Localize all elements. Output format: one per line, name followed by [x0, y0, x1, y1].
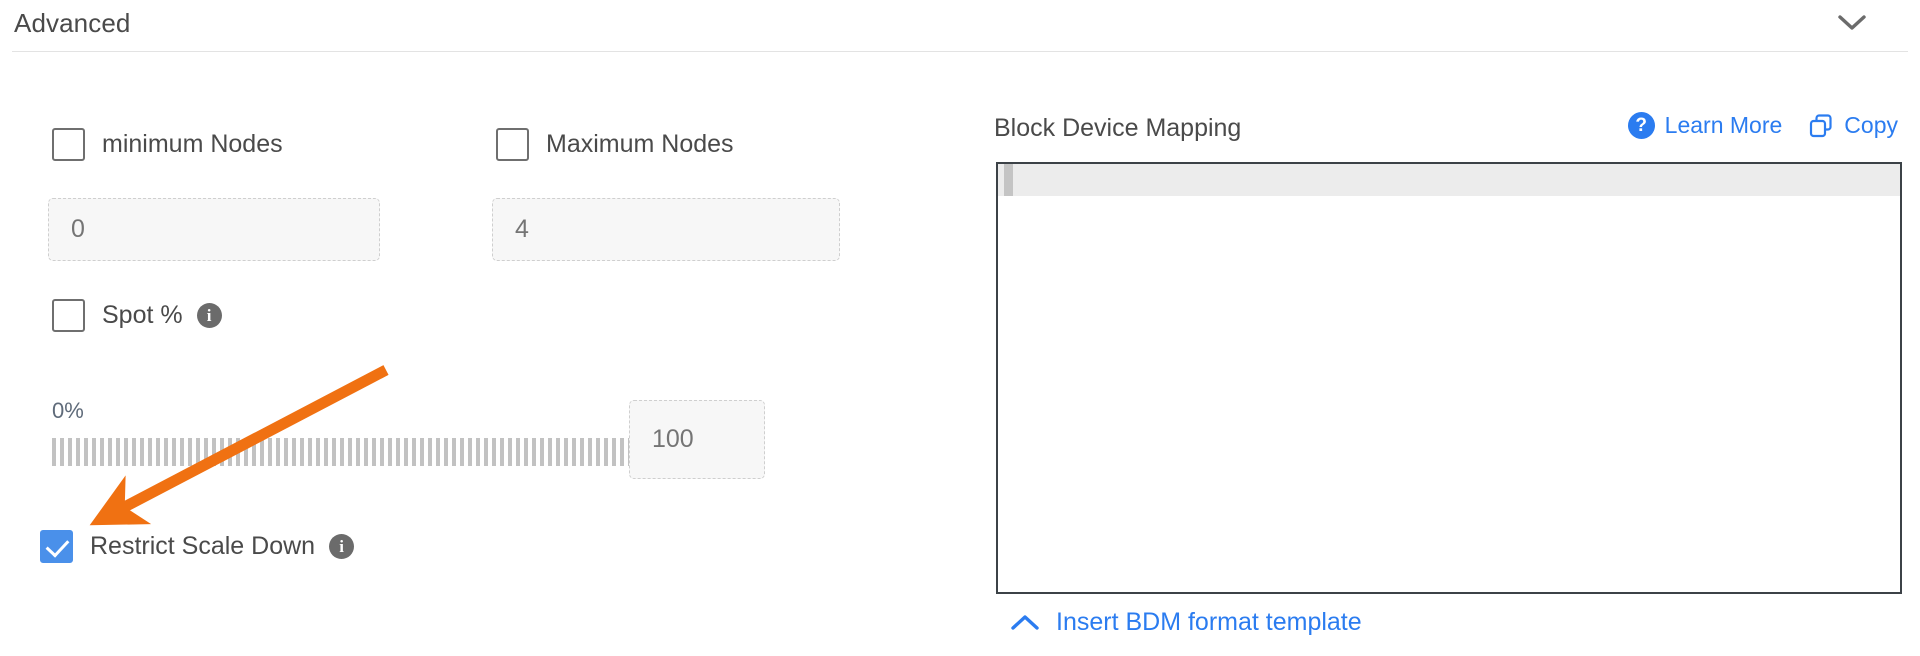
maximum-nodes-row: Maximum Nodes: [496, 128, 734, 161]
minimum-nodes-row: minimum Nodes: [52, 128, 283, 161]
learn-more-link[interactable]: ? Learn More: [1627, 112, 1783, 139]
chevron-up-icon: [1010, 614, 1040, 632]
question-circle-icon: ?: [1627, 112, 1655, 139]
chevron-down-icon: [1838, 15, 1866, 30]
maximum-nodes-label: Maximum Nodes: [546, 130, 734, 158]
spot-percent-label: Spot %: [102, 301, 183, 329]
collapse-section-button[interactable]: [1832, 6, 1872, 40]
copy-icon: [1808, 113, 1834, 139]
copy-button[interactable]: Copy: [1808, 112, 1898, 139]
copy-label: Copy: [1844, 112, 1898, 138]
block-device-mapping-editor[interactable]: [996, 162, 1902, 594]
learn-more-label: Learn More: [1664, 112, 1783, 138]
spot-percent-value-input[interactable]: [629, 400, 765, 479]
maximum-nodes-input[interactable]: [492, 198, 840, 261]
block-device-mapping-actions: ? Learn More Copy: [1627, 112, 1898, 139]
restrict-scale-down-checkbox[interactable]: [40, 530, 73, 563]
insert-bdm-template-label: Insert BDM format template: [1056, 608, 1362, 636]
spot-percent-checkbox[interactable]: [52, 299, 85, 332]
restrict-scale-down-row: Restrict Scale Down i: [40, 530, 355, 563]
block-device-mapping-title: Block Device Mapping: [994, 114, 1242, 142]
header-divider: [12, 51, 1908, 52]
restrict-scale-down-label: Restrict Scale Down: [90, 532, 316, 560]
restrict-scale-down-info-icon[interactable]: i: [329, 534, 355, 559]
spot-percent-row: Spot % i: [52, 299, 222, 332]
minimum-nodes-label: minimum Nodes: [102, 130, 283, 158]
minimum-nodes-checkbox[interactable]: [52, 128, 85, 161]
maximum-nodes-checkbox[interactable]: [496, 128, 529, 161]
insert-bdm-template-link[interactable]: Insert BDM format template: [1010, 608, 1362, 637]
editor-active-line: [998, 164, 1900, 196]
page-title: Advanced: [14, 8, 131, 38]
minimum-nodes-input[interactable]: [48, 198, 380, 261]
section-header: Advanced: [0, 0, 1920, 52]
editor-cursor-marker: [1004, 164, 1013, 196]
slider-min-label: 0%: [52, 398, 84, 423]
spot-percent-info-icon[interactable]: i: [196, 303, 222, 328]
